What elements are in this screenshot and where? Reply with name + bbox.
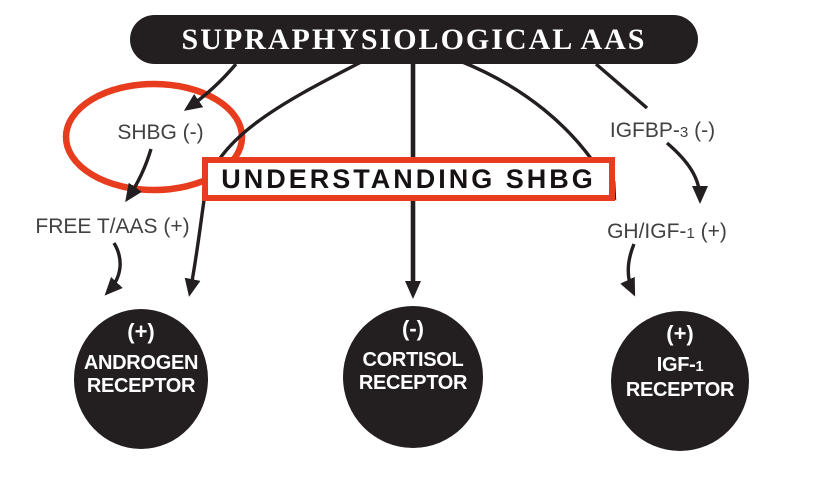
arrow-igfbp-to-ghigf bbox=[665, 141, 708, 204]
node-igfbp3-subscript: 3 bbox=[679, 124, 689, 141]
node-gh-igf1: GH/IGF-1 (+) bbox=[602, 220, 732, 244]
androgen-receptor-node: (+) ANDROGEN RECEPTOR bbox=[74, 309, 208, 449]
node-gh-igf1-subscript: 1 bbox=[686, 225, 695, 242]
node-shbg: SHBG (-) bbox=[108, 121, 213, 145]
node-shbg-text: SHBG (-) bbox=[117, 121, 204, 144]
cortisol-receptor-node: (-) CORTISOL RECEPTOR bbox=[343, 306, 483, 448]
node-igfbp3-sign: (-) bbox=[688, 119, 716, 142]
line-aas-to-igfbp bbox=[594, 62, 649, 110]
title-banner-text: SUPRAPHYSIOLOGICAL AAS bbox=[181, 22, 647, 56]
arrow-shbg-to-freet bbox=[125, 148, 153, 203]
cortisol-receptor-sign: (-) bbox=[402, 316, 424, 341]
understanding-shbg-box: UNDERSTANDING SHBG bbox=[202, 157, 615, 201]
igf1-receptor-node: (+) IGF-1 RECEPTOR bbox=[611, 311, 749, 451]
arrow-aas-to-shbg bbox=[183, 62, 238, 111]
shbg-highlight-ellipse bbox=[62, 80, 246, 194]
title-banner: SUPRAPHYSIOLOGICAL AAS bbox=[130, 15, 698, 64]
node-igfbp3: IGFBP-3 (-) bbox=[600, 119, 725, 143]
node-igfbp3-text: IGFBP- bbox=[609, 119, 680, 142]
androgen-receptor-line2: RECEPTOR bbox=[86, 375, 196, 397]
node-gh-igf1-text: GH/IGF- bbox=[607, 220, 687, 243]
igf1-receptor-line2: RECEPTOR bbox=[625, 379, 735, 401]
node-gh-igf1-sign: (+) bbox=[694, 220, 727, 243]
igf1-receptor-subscript: 1 bbox=[695, 359, 704, 375]
arrow-freet-to-androgen bbox=[104, 242, 123, 296]
node-free-t-aas-text: FREE T/AAS (+) bbox=[35, 215, 190, 238]
igf1-receptor-name: IGF- bbox=[656, 354, 696, 376]
androgen-receptor-line1: ANDROGEN bbox=[83, 352, 199, 374]
igf1-receptor-line1: IGF-1 bbox=[657, 354, 704, 379]
cortisol-receptor-line2: RECEPTOR bbox=[358, 372, 468, 394]
arrow-ghigf-to-igf1r bbox=[620, 243, 636, 297]
cortisol-receptor-line1: CORTISOL bbox=[362, 349, 464, 371]
understanding-shbg-text: UNDERSTANDING SHBG bbox=[221, 163, 596, 194]
igf1-receptor-sign: (+) bbox=[666, 321, 694, 346]
node-free-t-aas: FREE T/AAS (+) bbox=[25, 215, 200, 239]
androgen-receptor-sign: (+) bbox=[127, 319, 155, 344]
